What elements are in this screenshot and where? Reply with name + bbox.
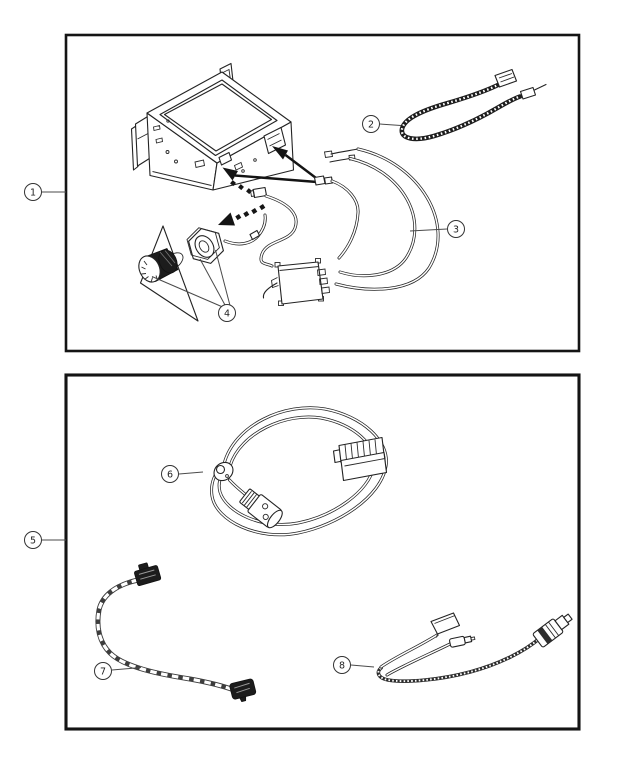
callout-4-leader [151,276,222,307]
callout-3-leader [409,228,448,232]
radio-screen [159,79,278,157]
callout-4: 4 [151,249,236,322]
callout-2-label: 2 [368,119,374,130]
panel-bottom-frame [64,373,581,731]
wiring-harness [259,147,440,306]
barrel-jack [449,635,476,648]
harness-connector-top [134,562,162,587]
callout-6: 6 [161,465,204,483]
multipin-connector [332,436,388,482]
port-left [218,151,233,166]
callout-5: 5 [24,531,66,549]
callout-5-label: 5 [30,535,36,546]
din-loop-cable [210,406,388,537]
callout-7-leader [111,667,142,671]
port-right [263,126,287,155]
callout-3: 3 [409,220,465,238]
radio-lead-plug [249,186,268,199]
antenna-adapter-connector [532,613,573,648]
callout-1-label: 1 [30,187,36,198]
callout-8-label: 8 [339,660,345,671]
plug-arrow-left [222,167,238,181]
harness-connector-bottom [229,678,257,703]
callout-2-leader [379,123,402,126]
knob-bezel-assembly [138,213,267,322]
radio-head-unit [130,62,295,191]
taped-harness [95,562,257,703]
callout-7: 7 [94,662,142,680]
radio-top-face [146,71,292,164]
bezel-nut [186,227,224,264]
dock-connector [430,612,461,638]
insert-arrowhead [218,212,235,226]
panel-top-frame [64,33,581,353]
callout-1: 1 [24,183,66,201]
media-y-cable [376,612,573,683]
callout-6-label: 6 [167,469,173,480]
antenna-cable [399,68,547,142]
callout-8-leader [350,664,375,668]
ferrite-bead [213,461,234,482]
antenna-plug [519,83,547,100]
callout-6-leader [178,471,204,475]
plug-arrow-right [272,146,288,160]
callout-4-label: 4 [224,308,230,319]
callout-8: 8 [333,656,375,674]
insertion-arrows [218,180,268,226]
callout-3-label: 3 [453,224,459,235]
inline-connector [313,175,326,186]
callout-2: 2 [362,115,402,133]
callout-7-label: 7 [100,666,106,677]
volume-knob [138,248,179,283]
install-arrows [222,146,360,260]
antenna-connector [494,68,518,88]
din-plug [239,488,283,529]
interface-module [262,258,330,306]
